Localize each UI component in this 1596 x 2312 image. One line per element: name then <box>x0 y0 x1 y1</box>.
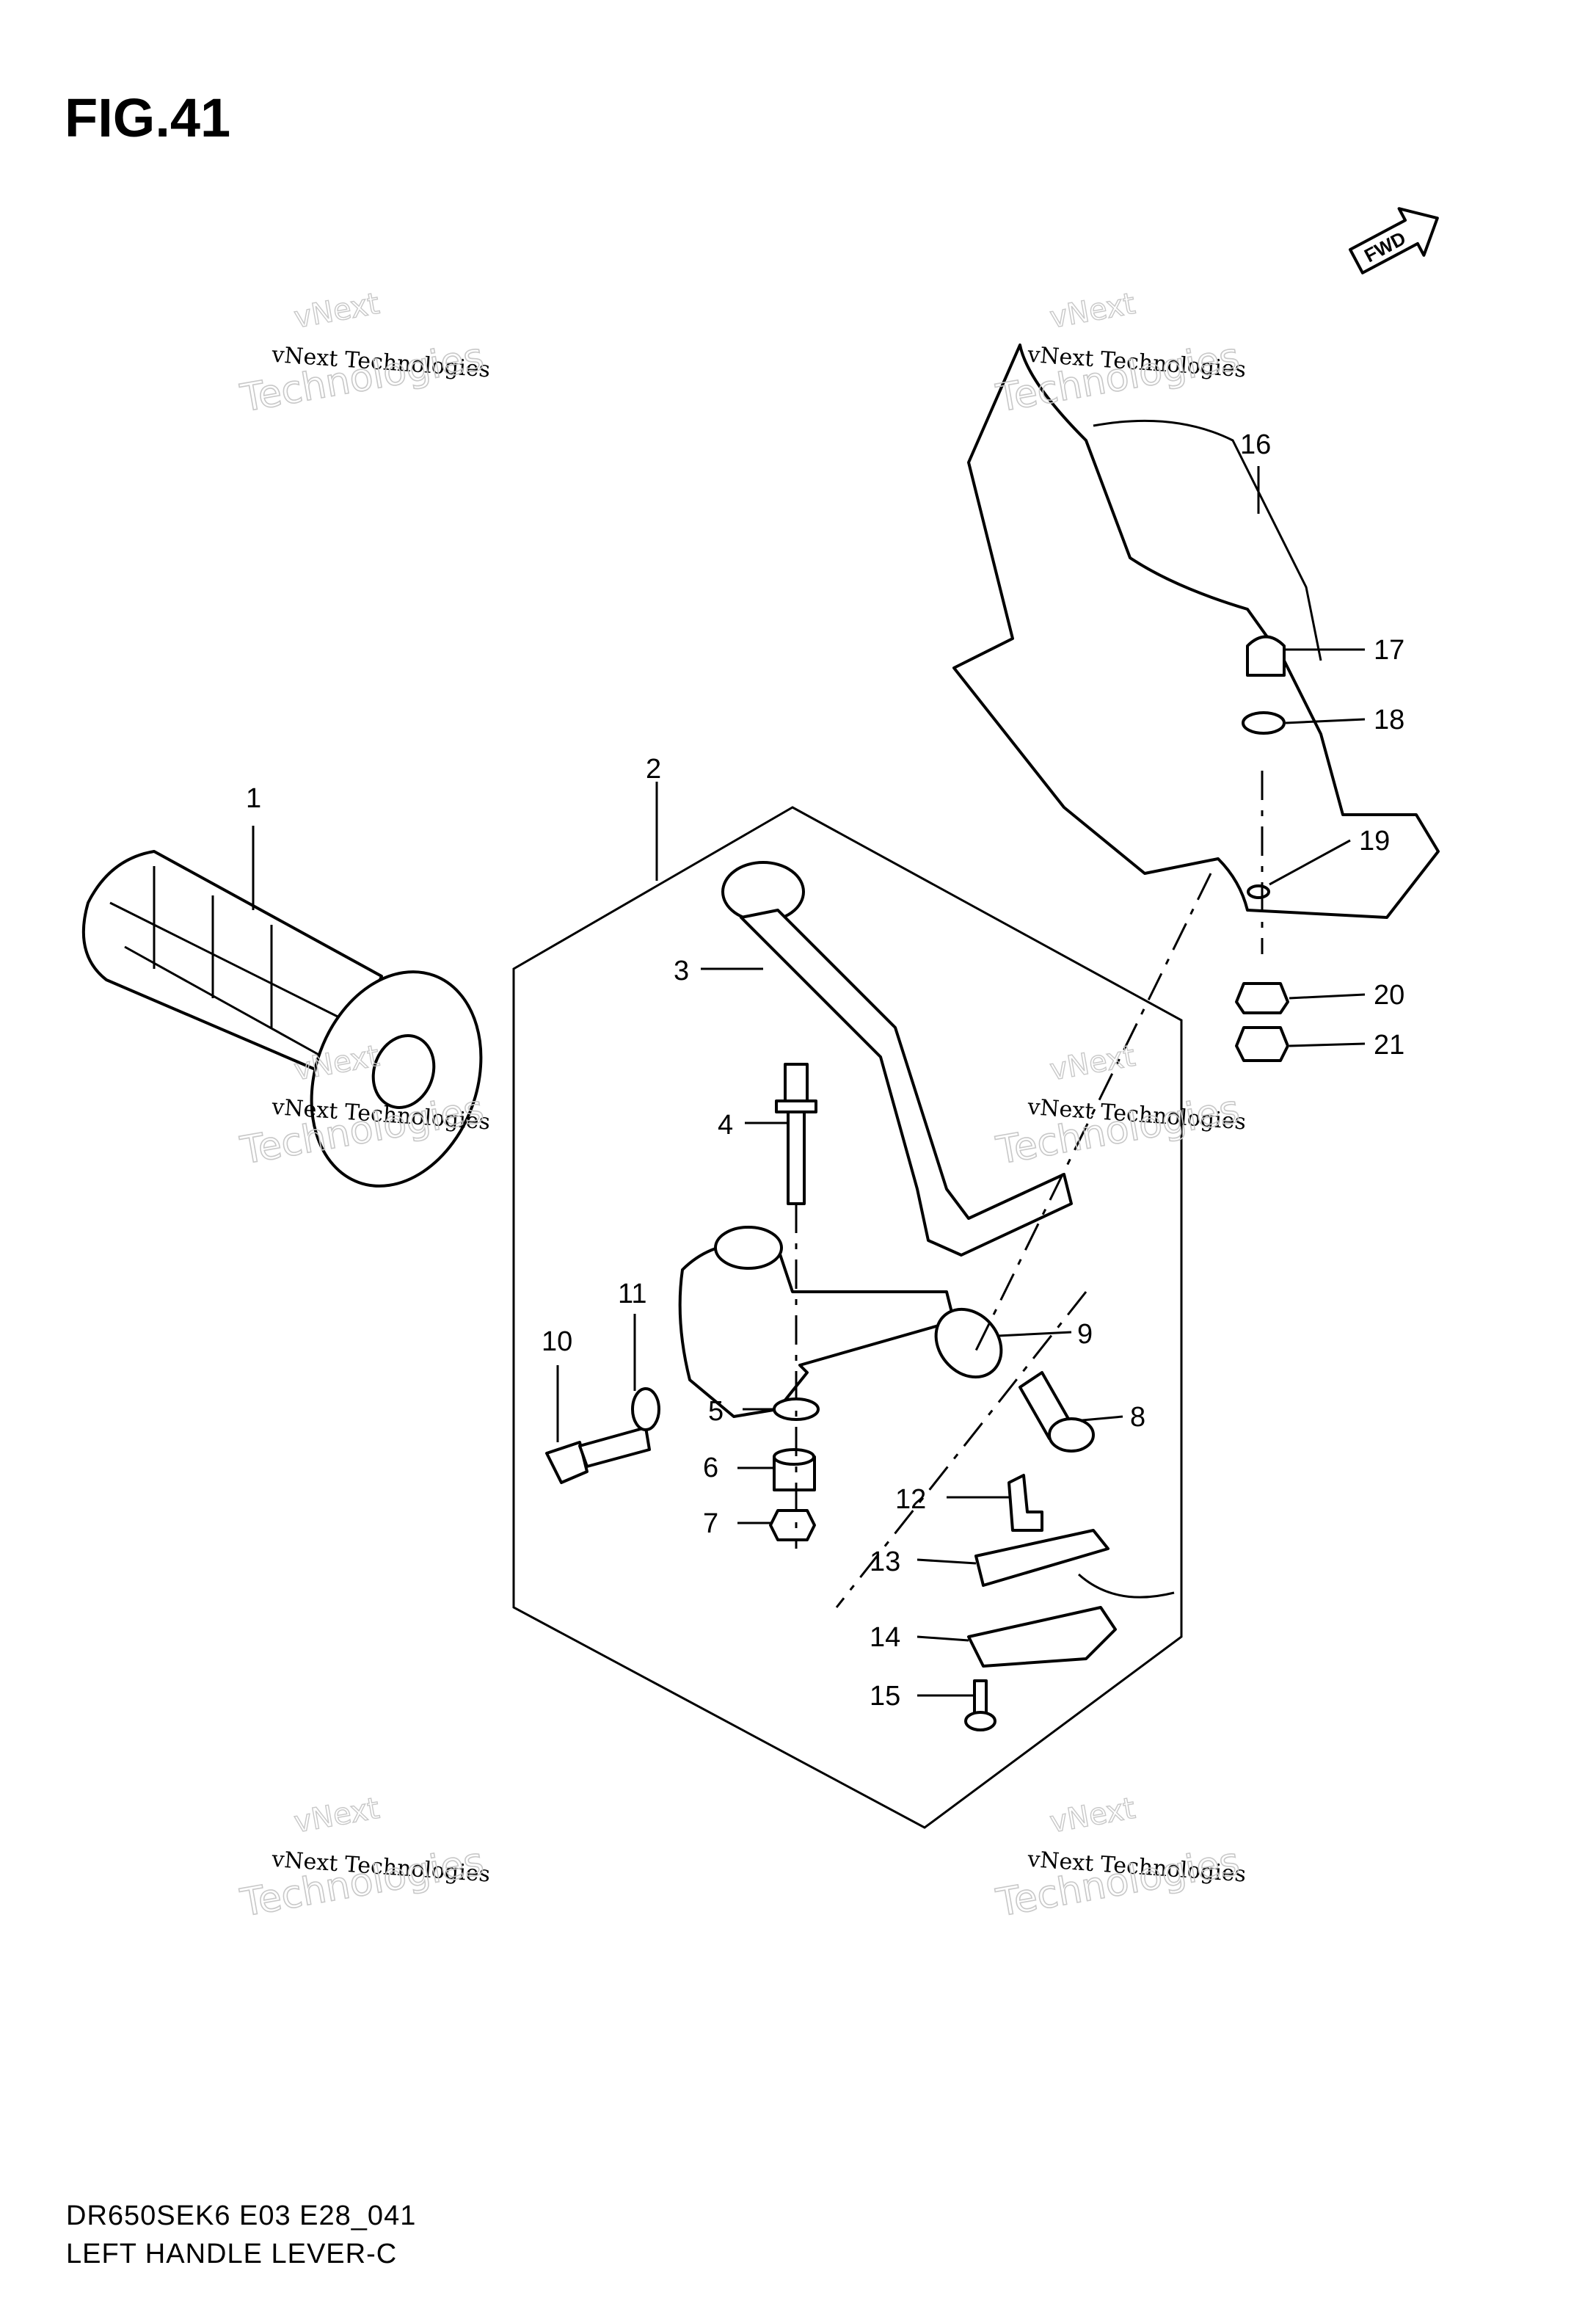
diagram-code: DR650SEK6 E03 E28_041 <box>66 2200 417 2231</box>
callout-18: 18 <box>1374 705 1404 735</box>
figure-title: FIG.41 <box>65 87 231 148</box>
callout-9: 9 <box>1077 1319 1093 1350</box>
callout-5: 5 <box>708 1396 724 1427</box>
washer-part-18 <box>1242 711 1286 735</box>
diagram-subtitle: LEFT HANDLE LEVER-C <box>66 2239 398 2269</box>
callout-7: 7 <box>703 1508 718 1539</box>
callout-1: 1 <box>246 783 261 814</box>
clamp-part-14 <box>967 1606 1117 1668</box>
spacer-part-19 <box>1247 884 1270 899</box>
callout-8: 8 <box>1130 1402 1145 1433</box>
watermark-bottom-left: vNext vNext Technologies Technologies <box>236 1791 491 1926</box>
callout-6: 6 <box>703 1453 718 1483</box>
nut-part-7 <box>769 1509 816 1541</box>
lever-part-3 <box>721 861 1073 1257</box>
fwd-arrow-icon: FWD <box>1349 207 1439 275</box>
svg-text:vNext: vNext <box>291 1792 382 1840</box>
callout-2: 2 <box>646 754 661 785</box>
callout-12: 12 <box>895 1484 926 1515</box>
callout-10: 10 <box>542 1326 572 1357</box>
nut-part-21 <box>1235 1026 1289 1062</box>
svg-text:vNext: vNext <box>1047 1039 1137 1088</box>
watermark-bottom-right: vNext vNext Technologies Technologies <box>992 1791 1247 1926</box>
callout-labels: 1 2 3 4 5 6 7 8 9 10 11 12 13 14 15 16 1… <box>246 429 1404 1712</box>
callout-17: 17 <box>1374 635 1404 666</box>
watermark-top-left: vNext vNext Technologies Technologies <box>236 286 491 421</box>
svg-text:vNext: vNext <box>291 287 382 335</box>
callout-16: 16 <box>1240 429 1271 460</box>
callout-3: 3 <box>674 956 689 986</box>
callout-4: 4 <box>718 1110 733 1141</box>
watermark-middle-right: vNext vNext Technologies Technologies <box>992 1039 1247 1174</box>
cap-nut-part-17 <box>1246 635 1286 677</box>
watermark-top-right: vNext vNext Technologies Technologies <box>992 286 1247 421</box>
lever-perch <box>678 1226 955 1418</box>
collar-part-6 <box>773 1448 816 1491</box>
assembly-boundary <box>512 806 1183 1829</box>
handguard-part-16 <box>952 343 1440 919</box>
assembly-line <box>795 771 1264 1608</box>
pivot-bolt-part-4 <box>775 1063 817 1205</box>
callout-14: 14 <box>870 1622 900 1653</box>
callout-15: 15 <box>870 1681 900 1712</box>
svg-text:vNext: vNext <box>1047 1792 1137 1840</box>
svg-text:vNext: vNext <box>1047 287 1137 335</box>
callout-13: 13 <box>870 1546 900 1577</box>
adjuster-nut-part-9 <box>934 1307 1003 1379</box>
bolt-part-10 <box>545 1426 651 1484</box>
adjuster-bolt-part-8 <box>1019 1371 1095 1453</box>
spacer-part-20 <box>1235 982 1289 1014</box>
screw-part-15 <box>964 1679 996 1731</box>
grip-part-1 <box>81 850 483 1188</box>
callout-19: 19 <box>1359 826 1390 857</box>
callout-11: 11 <box>618 1279 646 1309</box>
callout-20: 20 <box>1374 980 1404 1011</box>
leader-lines <box>252 466 1366 1697</box>
callout-21: 21 <box>1374 1030 1404 1061</box>
clip-part-12 <box>1007 1474 1043 1532</box>
washer-part-11 <box>631 1387 660 1431</box>
switch-part-13 <box>974 1529 1175 1599</box>
